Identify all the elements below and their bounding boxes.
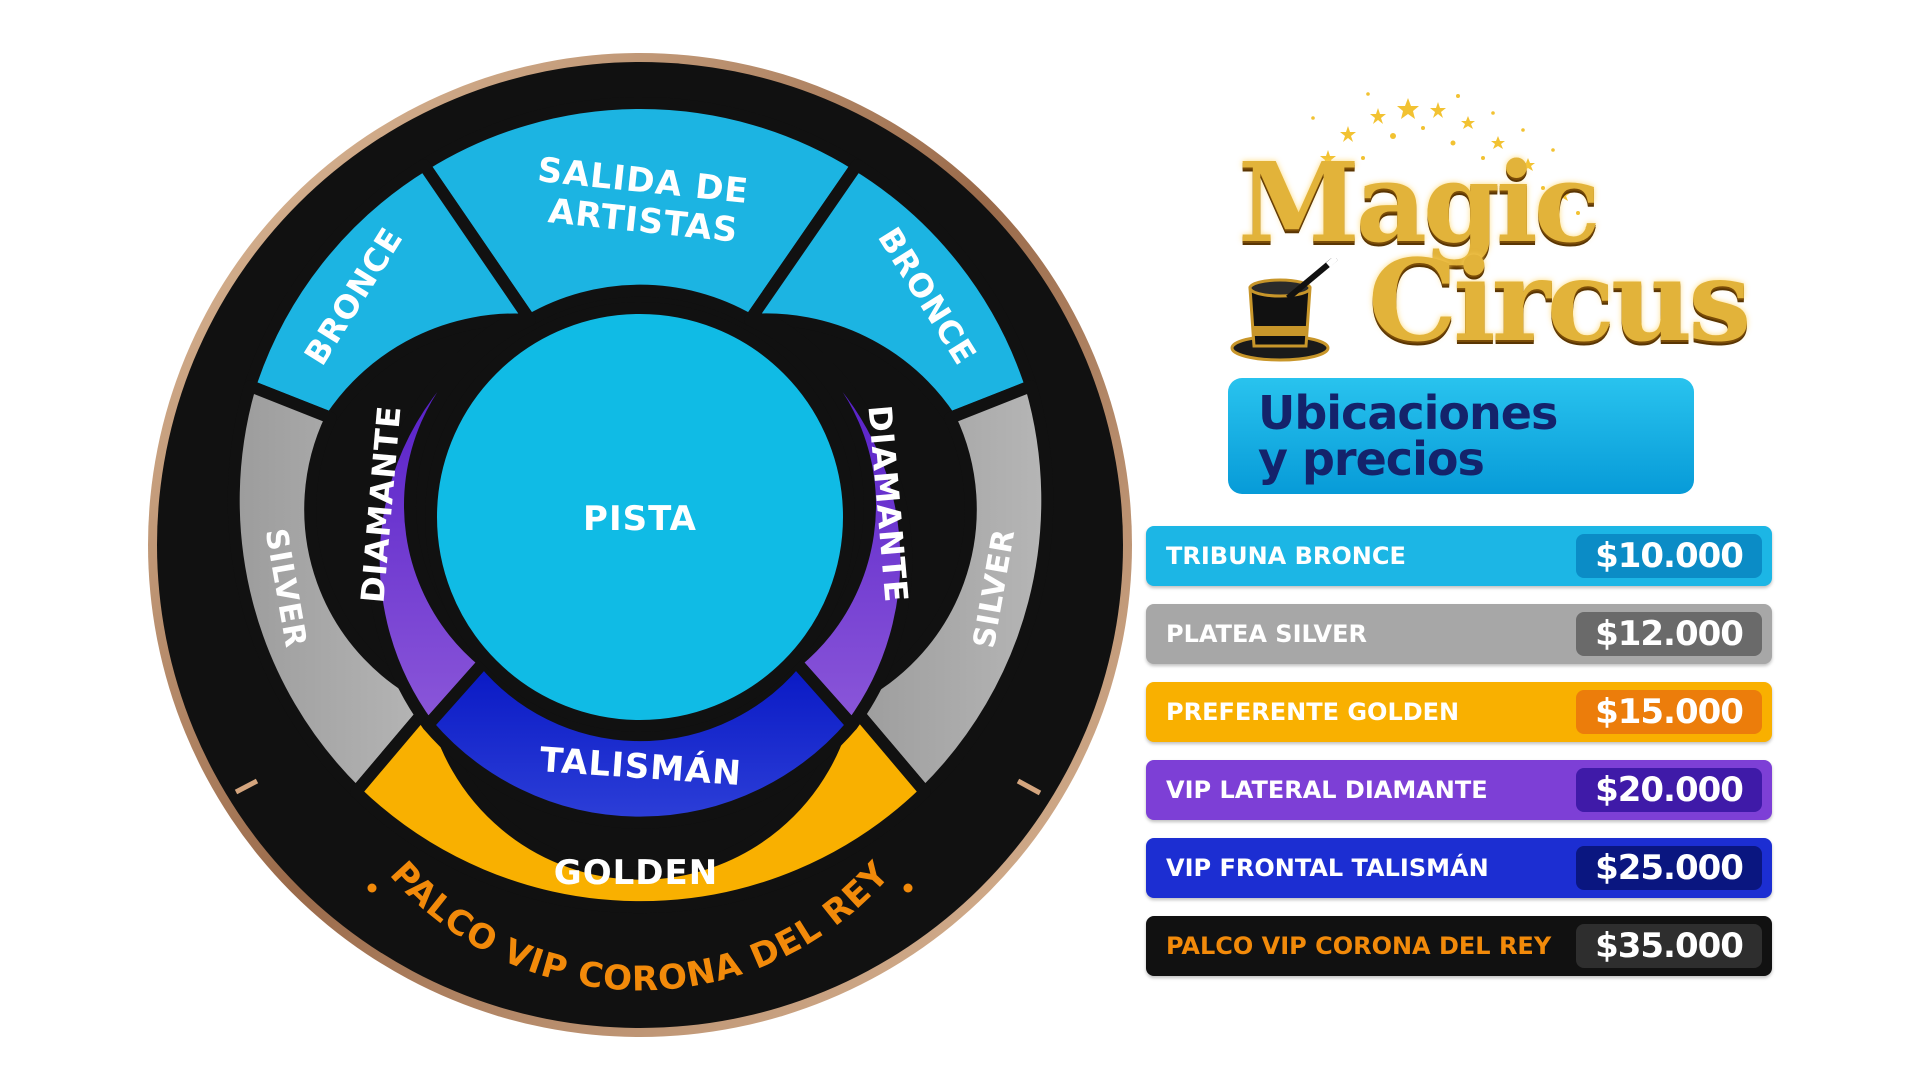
price-row-talisman[interactable]: VIP FRONTAL TALISMÁN $25.000 (1146, 838, 1772, 898)
seat-map: SALIDA DE ARTISTAS BRONCE BRONCE SILVER … (148, 53, 1132, 1037)
magic-circus-logo: Magic Circus (1228, 88, 1751, 362)
zone-talisman[interactable] (422, 656, 858, 829)
price-row-name: PLATEA SILVER (1166, 620, 1367, 648)
price-row-silver[interactable]: PLATEA SILVER $12.000 (1146, 604, 1772, 664)
price-row-value: $12.000 (1576, 612, 1762, 656)
zone-pista[interactable] (425, 302, 855, 732)
logo-word-magic: Magic (1238, 138, 1601, 267)
price-row-name: PREFERENTE GOLDEN (1166, 698, 1460, 726)
price-list: TRIBUNA BRONCE $10.000 PLATEA SILVER $12… (1146, 526, 1772, 994)
top-hat-icon (1230, 258, 1338, 362)
price-row-value: $25.000 (1576, 846, 1762, 890)
palco-dot-right (903, 883, 913, 893)
rim-tick-left (234, 778, 259, 795)
price-row-value: $20.000 (1576, 768, 1762, 812)
label-golden: GOLDEN (554, 853, 718, 893)
rim-tick-right (1016, 778, 1042, 796)
price-row-value: $35.000 (1576, 924, 1762, 968)
price-row-value: $10.000 (1576, 534, 1762, 578)
sparkle-stars-icon (1311, 92, 1591, 231)
logo-word-circus: Circus (1368, 236, 1751, 367)
zone-salida-artistas[interactable] (418, 97, 863, 326)
price-row-name: VIP FRONTAL TALISMÁN (1166, 854, 1489, 882)
price-row-diamante[interactable]: VIP LATERAL DIAMANTE $20.000 (1146, 760, 1772, 820)
heading-line-2: y precios (1258, 432, 1485, 486)
price-row-golden[interactable]: PREFERENTE GOLDEN $15.000 (1146, 682, 1772, 742)
price-row-name: VIP LATERAL DIAMANTE (1166, 776, 1488, 804)
price-row-name: PALCO VIP CORONA DEL REY (1166, 932, 1552, 960)
price-row-name: TRIBUNA BRONCE (1166, 542, 1406, 570)
label-pista: PISTA (583, 499, 697, 539)
price-row-bronce[interactable]: TRIBUNA BRONCE $10.000 (1146, 526, 1772, 586)
heading-ubicaciones-precios: Ubicaciones y precios (1228, 378, 1694, 494)
price-row-palco[interactable]: PALCO VIP CORONA DEL REY $35.000 (1146, 916, 1772, 976)
price-row-value: $15.000 (1576, 690, 1762, 734)
heading-line-1: Ubicaciones (1258, 386, 1558, 440)
palco-dot-left (367, 883, 377, 893)
